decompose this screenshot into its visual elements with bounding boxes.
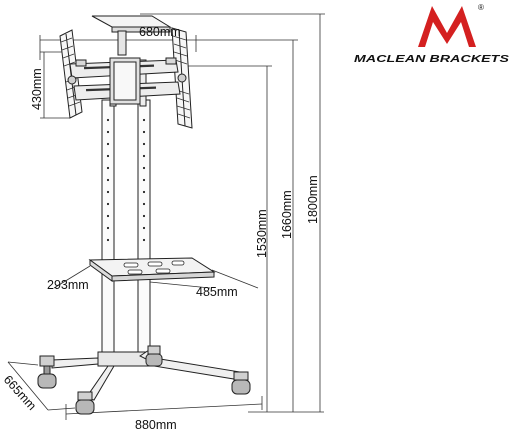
dim-height-mount: 1660mm [280,190,294,239]
stand-poles [101,59,151,361]
top-shelf [91,15,172,56]
caster-right [231,371,251,395]
dim-height-shelf: 1530mm [255,209,269,258]
logo-brand-text: MACLEAN BRACKETS [354,53,509,65]
maclean-logo: ® MACLEAN BRACKETS [354,3,509,65]
middle-shelf [88,257,216,282]
dim-shelf-width: 485mm [196,285,238,299]
dim-mount-height: 430mm [30,68,44,110]
caster-back [145,345,163,367]
dim-shelf-depth: 293mm [47,278,89,292]
dim-top-width: 680mm [139,25,181,39]
dim-base-width: 880mm [135,418,177,432]
tv-stand [37,15,251,415]
caster-front [75,391,95,415]
dimension-lines [7,13,325,420]
casters [37,345,251,415]
logo-m-icon [418,6,476,47]
logo-registered-mark: ® [478,3,484,12]
caster-left [37,355,57,389]
pole-holes [106,118,146,242]
dim-height-total: 1800mm [306,175,320,224]
vesa-mount [59,27,193,129]
